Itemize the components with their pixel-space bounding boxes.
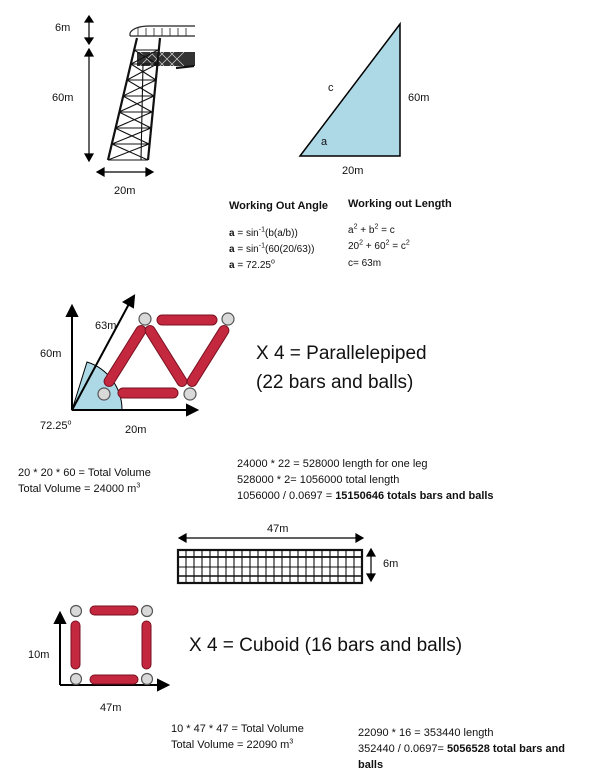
parallelepiped-label-base: 20m (125, 424, 147, 436)
length-working-line1: a2 + b2 = c (348, 223, 395, 236)
parallelepiped-calc-line2: 528000 * 2= 1056000 total length (237, 474, 400, 486)
parallelepiped-title-line2: (22 bars and balls) (256, 372, 414, 393)
parallelepiped-volume-line2: Total Volume = 24000 m3 (18, 482, 141, 495)
parallelepiped-label-hyp: 63m (95, 320, 117, 332)
tower-svg (83, 14, 195, 178)
parallelepiped-calc-line3: 1056000 / 0.0697 = 15150646 totals bars … (237, 490, 494, 502)
triangle-label-base: 20m (342, 165, 364, 177)
right-triangle-svg (298, 21, 401, 157)
angle-working-line2: a = sin-1(60(20/63)) (229, 242, 315, 255)
triangle-shape (298, 21, 401, 157)
angle-working-line1: a = sin-1(b(a/b)) (229, 226, 298, 239)
tower-label-base: 20m (114, 185, 136, 197)
triangle-label-c: c (328, 82, 334, 94)
tower-label-height: 60m (52, 92, 74, 104)
cuboid-svg (53, 604, 171, 692)
cuboid-diagram: 10m 47m (0, 595, 180, 720)
cuboid-label-height: 10m (28, 649, 50, 661)
cuboid-label-base: 47m (100, 702, 122, 714)
tower-diagram: 6m 60m 20m (0, 0, 200, 200)
ball-group (97, 312, 235, 401)
length-working-line2: 202 + 602 = c2 (348, 239, 410, 252)
length-working-line3: c= 63m (348, 258, 382, 269)
cuboid-calc-line1: 22090 * 16 = 353440 length (358, 727, 494, 739)
parallelepiped-diagram: 63m 60m 72.25o 20m (0, 290, 260, 450)
cuboid-bar-group (70, 605, 152, 685)
angle-working-heading: Working Out Angle (229, 200, 328, 212)
length-working-heading: Working out Length (348, 198, 452, 210)
cuboid-volume-line1: 10 * 47 * 47 = Total Volume (171, 723, 304, 735)
parallelepiped-title-line1: X 4 = Parallelepiped (256, 343, 427, 364)
cuboid-title: X 4 = Cuboid (16 bars and balls) (189, 635, 463, 656)
deck-svg (176, 532, 377, 585)
parallelepiped-label-angle: 72.25o (40, 419, 72, 432)
triangle-label-side: 60m (408, 92, 430, 104)
tower-label-top: 6m (55, 22, 71, 34)
parallelepiped-svg (65, 294, 235, 417)
parallelepiped-volume-line1: 20 * 20 * 60 = Total Volume (18, 467, 151, 479)
deck-label-height: 6m (383, 558, 399, 570)
triangle-diagram: c a 60m 20m (290, 15, 450, 185)
bar-group (103, 314, 230, 399)
cuboid-calc-line3: balls (358, 759, 384, 771)
cuboid-ball-group (69, 604, 154, 686)
parallelepiped-calc-line1: 24000 * 22 = 528000 length for one leg (237, 458, 428, 470)
triangle-label-a: a (321, 136, 328, 148)
angle-working-line3: a = 72.25o (229, 258, 275, 271)
parallelepiped-label-height: 60m (40, 348, 62, 360)
cuboid-volume-line2: Total Volume = 22090 m3 (171, 738, 294, 751)
deck-diagram: 47m 6m (170, 520, 410, 590)
cuboid-calc-line2: 352440 / 0.0697= 5056528 total bars and (358, 743, 566, 755)
deck-label-width: 47m (267, 523, 289, 535)
